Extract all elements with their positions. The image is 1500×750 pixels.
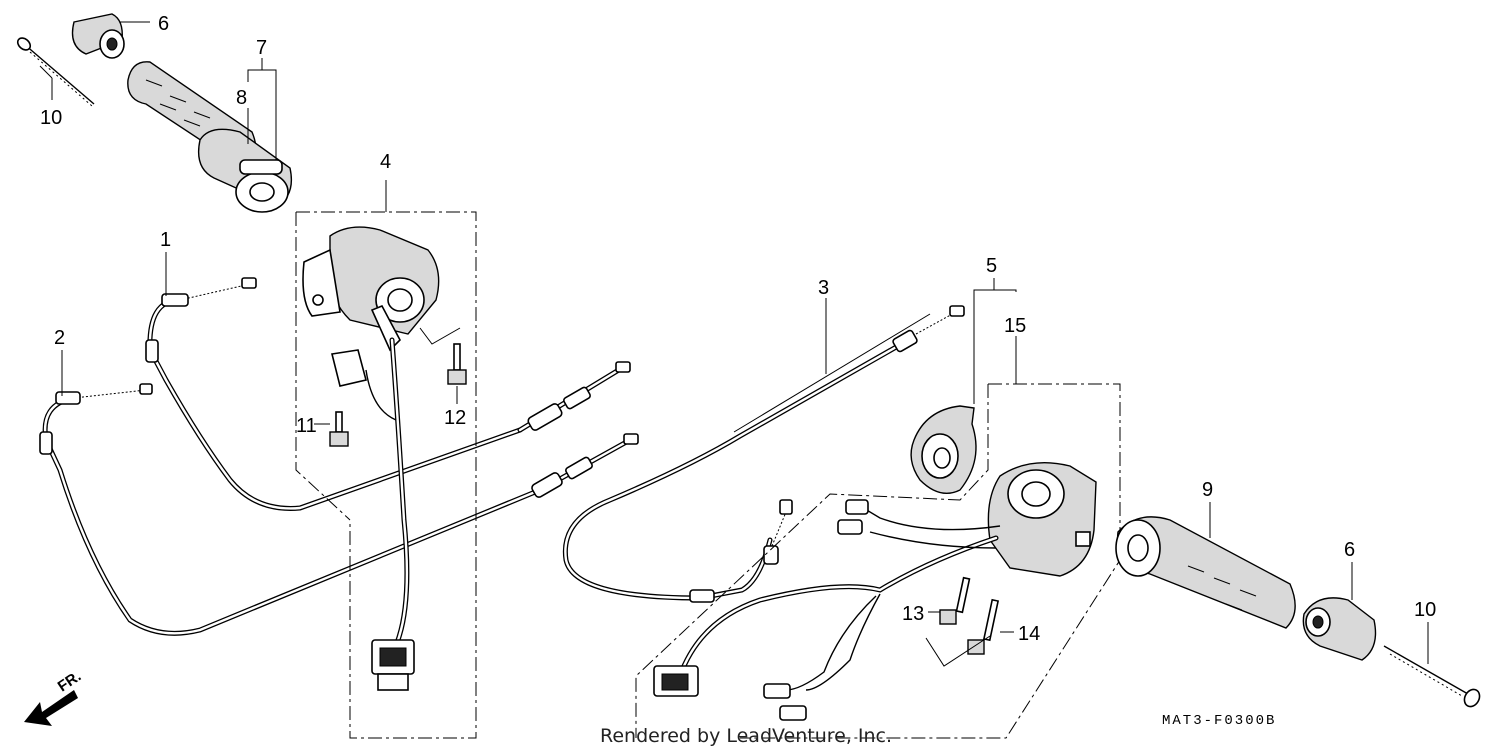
throttle-grip-left [127, 61, 293, 213]
handlebar-grip-right [1115, 516, 1296, 629]
credit-line: Rendered by LeadVenture, Inc. [600, 725, 892, 747]
callout-11: 11 [296, 415, 317, 437]
handlebar-end-bolt-right [1383, 645, 1481, 708]
handlebar-end-bolt-left [16, 37, 95, 107]
screw-13 [928, 576, 971, 625]
screw-14 [925, 598, 1014, 667]
handlebar-weight-right [1302, 597, 1377, 661]
choke-cable [562, 305, 965, 603]
left-handlebar-switch-group-box [295, 180, 477, 739]
direction-label: FR. [55, 668, 85, 696]
handlebar-weight-left [71, 13, 125, 59]
throttle-cable-b [39, 383, 639, 636]
callout-13: 13 [902, 603, 924, 625]
callout-6-right: 6 [1344, 539, 1355, 561]
screw-12 [419, 327, 467, 404]
callout-12: 12 [444, 407, 466, 429]
throttle-pulley [910, 405, 977, 494]
callout-4: 4 [380, 151, 391, 173]
callout-2: 2 [54, 327, 65, 349]
screw-11 [314, 411, 349, 447]
front-direction-arrow-icon [24, 690, 78, 726]
callout-15: 15 [1004, 315, 1026, 337]
left-handlebar-switch [302, 226, 440, 691]
callout-7: 7 [256, 37, 267, 59]
callout-10-left: 10 [40, 107, 62, 129]
callout-14: 14 [1018, 623, 1040, 645]
diagram-code: MAT3-F0300B [1162, 713, 1276, 729]
throttle-cable-a [145, 277, 631, 511]
callout-9: 9 [1202, 479, 1213, 501]
callout-1: 1 [160, 229, 171, 251]
callout-3: 3 [818, 277, 829, 299]
right-handlebar-switch [653, 461, 1097, 721]
callout-10-right: 10 [1414, 599, 1436, 621]
callout-5: 5 [986, 255, 997, 277]
callout-8: 8 [236, 87, 247, 109]
callout-6-top: 6 [158, 13, 169, 35]
